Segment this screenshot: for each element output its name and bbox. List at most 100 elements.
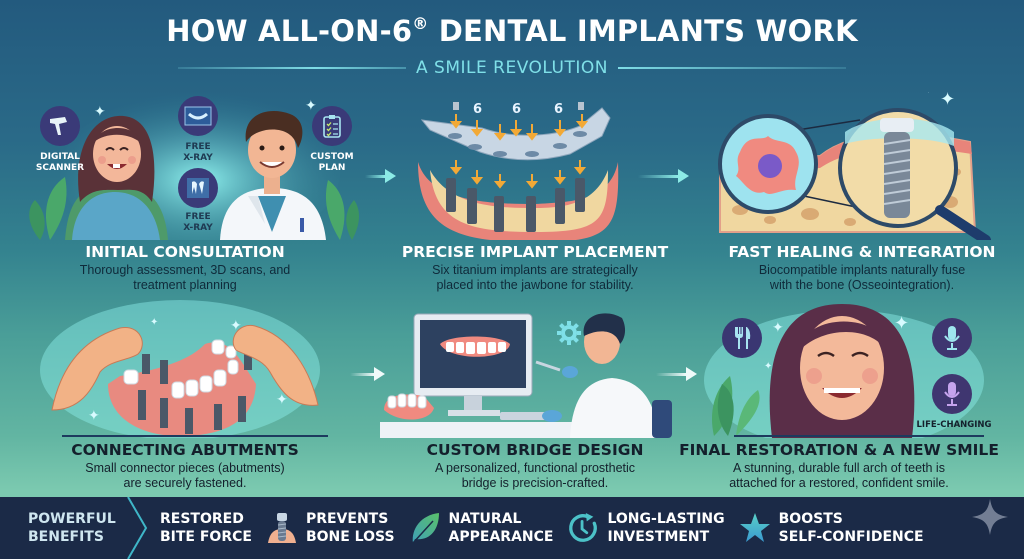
sparkle-icon: ✦ bbox=[772, 319, 784, 335]
sparkle-icon: ✦ bbox=[764, 361, 773, 372]
step-title: FINAL RESTORATION & A NEW SMILE bbox=[679, 441, 999, 459]
magnifier-bone-art bbox=[718, 108, 991, 240]
benefit-line: SELF-CONFIDENCE bbox=[778, 529, 924, 545]
flow-arrow-4 bbox=[656, 366, 697, 382]
benefit-line: PREVENTS bbox=[305, 511, 389, 527]
badge-label-line: X-RAY bbox=[183, 153, 213, 163]
implant-in-gum-icon bbox=[266, 511, 298, 545]
step-title: INITIAL CONSULTATION bbox=[85, 243, 285, 261]
life-changing-label: LIFE-CHANGING bbox=[916, 420, 992, 430]
description-line: A personalized, functional prosthetic bbox=[434, 461, 636, 475]
star-icon bbox=[739, 511, 771, 545]
clock-refresh-icon bbox=[567, 511, 599, 545]
abutments-illustration: ✦ ✦ ✦ ✦ bbox=[0, 300, 370, 438]
eating-badge bbox=[722, 318, 762, 358]
fork-knife-icon bbox=[735, 327, 751, 349]
step-final-restoration: ✦ ✦ ✦ LIFE-CHANGING FINAL RESTORATION & … bbox=[679, 300, 1024, 490]
divider-right bbox=[617, 67, 846, 69]
badge-label-line: SCANNER bbox=[35, 163, 85, 173]
sparkle-icon: ✦ bbox=[94, 103, 106, 119]
implant-count-marker: 6 bbox=[554, 102, 564, 117]
flow-arrow-2 bbox=[638, 168, 689, 184]
benefit-line: LONG-LASTING bbox=[607, 511, 725, 527]
badge-label-line: FREE bbox=[185, 212, 211, 222]
implant-count-marker: 6 bbox=[473, 102, 483, 117]
benefit-long-lasting-investment: LONG-LASTING INVESTMENT bbox=[567, 510, 725, 546]
badge-label-line: DIGITAL bbox=[40, 152, 80, 162]
sparkle-icon: ✦ bbox=[924, 92, 932, 96]
title-text: HOW ALL-ON-6 bbox=[166, 14, 413, 48]
step-title: FAST HEALING & INTEGRATION bbox=[728, 243, 996, 261]
step-fast-healing-integration: ✦ ✦ FAST HEALING & INTEGRATION Biocompat… bbox=[700, 92, 1024, 292]
divider-left bbox=[178, 67, 407, 69]
benefit-line: APPEARANCE bbox=[448, 529, 554, 545]
step-connecting-abutments: ✦ ✦ ✦ ✦ CONNECTING ABUTMENTS Small conne… bbox=[0, 300, 370, 490]
step-title: CUSTOM BRIDGE DESIGN bbox=[426, 441, 644, 459]
badge-label-line: CUSTOM bbox=[310, 152, 354, 162]
registered-mark: ® bbox=[412, 14, 429, 33]
sparkle-icon: ✦ bbox=[305, 97, 317, 113]
implant-placement-illustration: 6 6 6 bbox=[370, 92, 700, 240]
flow-arrow-1 bbox=[365, 168, 396, 184]
sparkle-watermark-icon bbox=[972, 499, 1008, 535]
step-title: CONNECTING ABUTMENTS bbox=[71, 441, 299, 459]
benefit-line: BOOSTS bbox=[778, 511, 843, 527]
sparkle-icon: ✦ bbox=[894, 313, 910, 333]
benefit-line: RESTORED bbox=[160, 511, 244, 527]
jaw-implant-art bbox=[418, 102, 619, 240]
description-line: placed into the jawbone for stability. bbox=[436, 278, 634, 292]
custom-plan-badge bbox=[312, 106, 352, 146]
abutment-hands-art bbox=[40, 300, 328, 438]
smiling-woman-art bbox=[704, 304, 984, 438]
confidence-badge bbox=[932, 374, 972, 414]
description-line: with the bone (Osseointegration). bbox=[769, 278, 955, 292]
benefit-line: BONE LOSS bbox=[305, 529, 395, 545]
osseointegration-illustration: ✦ ✦ bbox=[700, 92, 1024, 240]
microphone-icon bbox=[944, 382, 960, 406]
free-xray-badge-teeth bbox=[178, 168, 218, 208]
badge-label-line: FREE bbox=[185, 142, 211, 152]
xray-teeth-icon bbox=[187, 178, 209, 198]
consultation-scene-art bbox=[29, 92, 359, 240]
heading-line: BENEFITS bbox=[28, 529, 104, 545]
gear-icon bbox=[557, 321, 581, 345]
description-line: Six titanium implants are strategically bbox=[432, 263, 638, 277]
sparkle-icon: ✦ bbox=[230, 317, 242, 333]
sparkle-icon: ✦ bbox=[150, 317, 159, 328]
flow-arrow-3 bbox=[350, 366, 385, 382]
bridge-design-art bbox=[380, 313, 672, 438]
benefit-text: LONG-LASTING INVESTMENT bbox=[607, 510, 724, 546]
benefit-line: INVESTMENT bbox=[607, 529, 710, 545]
sparkle-icon: ✦ bbox=[276, 391, 288, 407]
step-precise-implant-placement: 6 6 6 PRECISE IMPLANT PLACEMENT Six tita… bbox=[370, 92, 700, 292]
badge-label-line: X-RAY bbox=[183, 223, 213, 233]
benefit-prevents-bone-loss: PREVENTS BONE LOSS bbox=[266, 510, 395, 546]
page-title: HOW ALL-ON-6® DENTAL IMPLANTS WORK bbox=[0, 14, 1024, 48]
subtitle-row: A SMILE REVOLUTION bbox=[0, 58, 1024, 78]
description-line: Thorough assessment, 3D scans, and bbox=[79, 263, 291, 277]
xray-panoramic-icon bbox=[184, 106, 212, 126]
step-description: A stunning, durable full arch of teeth i… bbox=[674, 461, 1004, 491]
title-text-rest: DENTAL IMPLANTS WORK bbox=[428, 14, 858, 48]
benefit-text: BOOSTS SELF-CONFIDENCE bbox=[779, 510, 924, 546]
description-line: Small connector pieces (abutments) bbox=[85, 461, 285, 475]
benefit-text: PREVENTS BONE LOSS bbox=[306, 510, 395, 546]
step-description: Small connector pieces (abutments)are se… bbox=[0, 461, 370, 491]
free-xray-badge-panoramic bbox=[178, 96, 218, 136]
